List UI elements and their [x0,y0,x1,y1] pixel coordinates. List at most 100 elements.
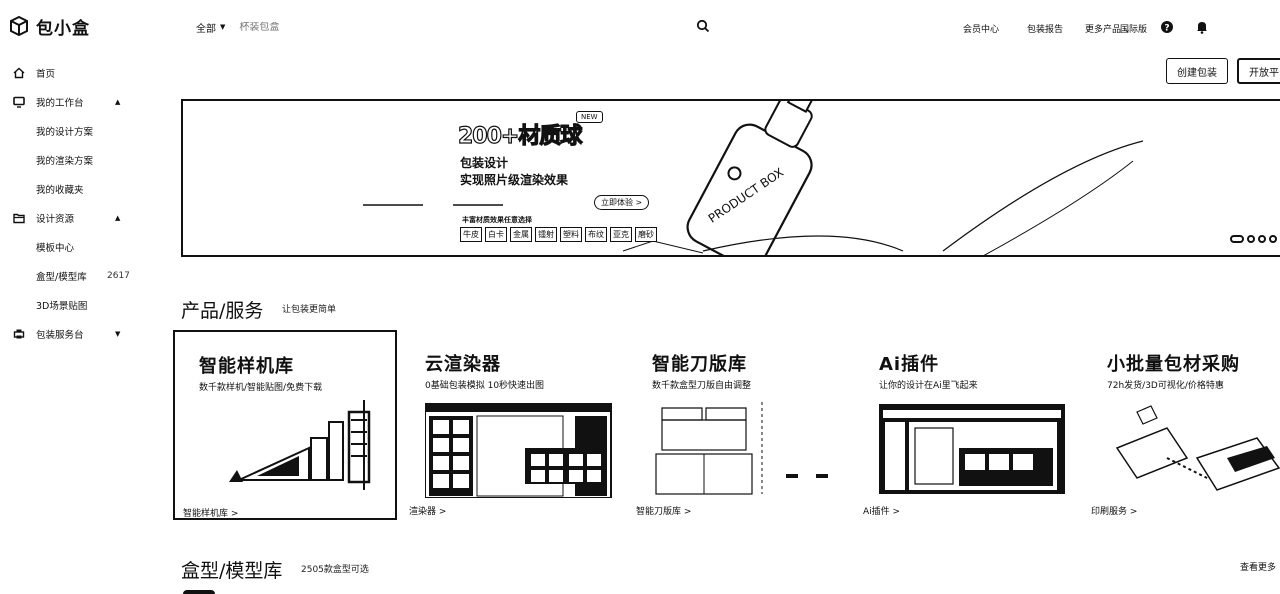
dieline-illustration [655,402,828,495]
material-tag: 牛皮 [460,227,482,242]
sidebar-item-label: 我的设计方案 [36,127,94,138]
service-card-mockup-library[interactable]: 智能样机库 数千款样机/智能贴图/免费下载 智能样机库 > [173,330,397,520]
card-desc: 数千款盒型刀版自由调整 [652,381,752,391]
promo-banner[interactable]: PRODUCT BOX 200+材质球 NEW 包装设计 实现照片级渲染效果 立… [181,99,1280,257]
view-more-link[interactable]: 查看更多 [1240,563,1277,573]
sidebar-item-my-designs[interactable]: 我的设计方案 [0,120,170,142]
sidebar-item-label: 包装服务台 [36,330,84,341]
card-title: 智能刀版库 [652,354,747,375]
sidebar-item-service-desk[interactable]: 包装服务台 ▼ [0,323,170,345]
sidebar-item-home[interactable]: 首页 [0,62,170,84]
sidebar-item-label: 盒型/模型库 [36,272,87,283]
sidebar-item-design-resources[interactable]: 设计资源 ▲ [0,207,170,229]
banner-illustration: PRODUCT BOX [363,101,1144,255]
sidebar-item-templates[interactable]: 模板中心 [0,236,170,258]
material-tags: 牛皮 白卡 金属 镭射 塑料 布纹 亚克 磨砂 [460,227,657,242]
nav-member-center[interactable]: 会员中心 [963,24,1000,35]
new-badge: NEW [576,111,603,123]
sidebar-item-label: 3D场景贴图 [36,301,88,312]
carousel-dot[interactable] [1269,235,1277,243]
carousel-dot[interactable] [1258,235,1266,243]
models-section-subtitle: 2505款盒型可选 [301,565,369,575]
sidebar-item-label: 我的收藏夹 [36,185,84,196]
sidebar-item-box-models[interactable]: 盒型/模型库 2617 [0,265,170,287]
carousel-dot[interactable] [1247,235,1255,243]
card-desc: 让你的设计在Ai里飞起来 [879,381,978,391]
card-link[interactable]: 智能刀版库 > [636,507,692,517]
app-logo[interactable]: 包小盒 [10,14,90,39]
search-bar: 全部 ▼ [196,18,716,36]
material-tag: 亚克 [610,227,632,242]
services-section-subtitle: 让包装更简单 [282,305,337,315]
sidebar-item-label: 我的渲染方案 [36,156,94,167]
create-packaging-button[interactable]: 创建包装 [1166,58,1228,84]
help-icon[interactable]: ? [1160,20,1174,34]
material-tag: 磨砂 [635,227,657,242]
banner-caption: 丰富材质效果任意选择 [462,216,532,224]
bell-icon[interactable] [1195,20,1209,34]
card-title: 小批量包材采购 [1107,354,1240,375]
search-scope-select[interactable]: 全部 ▼ [196,20,225,35]
sidebar-item-label: 我的工作台 [36,98,84,109]
sidebar-item-label: 模板中心 [36,243,75,254]
material-tag: 布纹 [585,227,607,242]
material-tag: 塑料 [560,227,582,242]
printer-icon [13,329,25,339]
home-icon [13,67,25,79]
material-tag: 镭射 [535,227,557,242]
card-title: 云渲染器 [425,354,501,375]
renderer-screenshot-illustration [425,403,612,498]
banner-cta-button[interactable]: 立即体验 > [594,195,650,210]
services-section-title: 产品/服务 [181,300,264,322]
filter-tab-active[interactable] [183,590,215,594]
search-icon[interactable] [696,19,710,33]
caret-up-icon: ▲ [115,214,121,222]
card-title: Ai插件 [879,354,940,375]
sidebar-item-workspace[interactable]: 我的工作台 ▲ [0,91,170,113]
caret-down-icon: ▼ [220,23,226,31]
ai-plugin-screenshot-illustration [879,404,1065,494]
service-card-small-batch-purchase[interactable]: 小批量包材采购 72h发货/3D可视化/价格特惠 印刷服务 > [1085,330,1280,520]
top-nav: 会员中心 包装报告 更多产品 ⌄ 国际版 ? [920,20,1280,36]
nav-packaging-report[interactable]: 包装报告 [1027,24,1064,35]
nav-international[interactable]: 国际版 [1120,24,1148,35]
search-input[interactable] [239,21,640,33]
sidebar-item-count: 2617 [107,271,130,281]
service-card-ai-plugin[interactable]: Ai插件 让你的设计在Ai里飞起来 Ai插件 > [857,330,1081,520]
folder-icon [13,213,25,224]
card-link[interactable]: 智能样机库 > [183,509,239,519]
chevron-down-icon: ⌄ [1123,24,1131,34]
service-card-dieline-library[interactable]: 智能刀版库 数千款盒型刀版自由调整 智能刀版库 > [630,330,854,520]
caret-up-icon: ▲ [115,98,121,106]
app-name: 包小盒 [36,18,90,39]
carousel-dots [1230,235,1277,243]
card-desc: 72h发货/3D可视化/价格特惠 [1107,381,1224,391]
service-card-cloud-renderer[interactable]: 云渲染器 0基础包装模拟 10秒快速出图 渲染器 > [403,330,627,520]
sidebar-item-3d-scenes[interactable]: 3D场景贴图 [0,294,170,316]
search-scope-label: 全部 [196,23,216,35]
card-link[interactable]: 渲染器 > [409,507,447,517]
mockup-boxes-illustration [229,400,371,490]
sidebar-item-label: 首页 [36,69,56,80]
sidebar-item-favorites[interactable]: 我的收藏夹 [0,178,170,200]
models-section-title: 盒型/模型库 [181,560,283,582]
svg-text:?: ? [1164,24,1169,34]
material-tag: 白卡 [485,227,507,242]
material-tag: 金属 [510,227,532,242]
open-platform-button[interactable]: 开放平 [1237,58,1280,84]
sidebar-item-label: 设计资源 [36,214,75,225]
card-desc: 数千款样机/智能贴图/免费下载 [199,383,323,393]
caret-down-icon: ▼ [115,330,121,338]
monitor-icon [13,96,25,108]
sidebar-item-my-renders[interactable]: 我的渲染方案 [0,149,170,171]
banner-line-2: 实现照片级渲染效果 [460,173,569,187]
nav-more-products-label: 更多产品 [1085,24,1122,35]
card-title: 智能样机库 [199,356,294,377]
card-link[interactable]: Ai插件 > [863,507,901,517]
banner-headline: 200+材质球 [457,123,583,149]
card-link[interactable]: 印刷服务 > [1091,507,1138,517]
card-desc: 0基础包装模拟 10秒快速出图 [425,381,545,391]
nav-more-products[interactable]: 更多产品 ⌄ [1085,22,1131,35]
banner-line-1: 包装设计 [460,156,509,170]
carousel-dot-active[interactable] [1230,235,1244,243]
